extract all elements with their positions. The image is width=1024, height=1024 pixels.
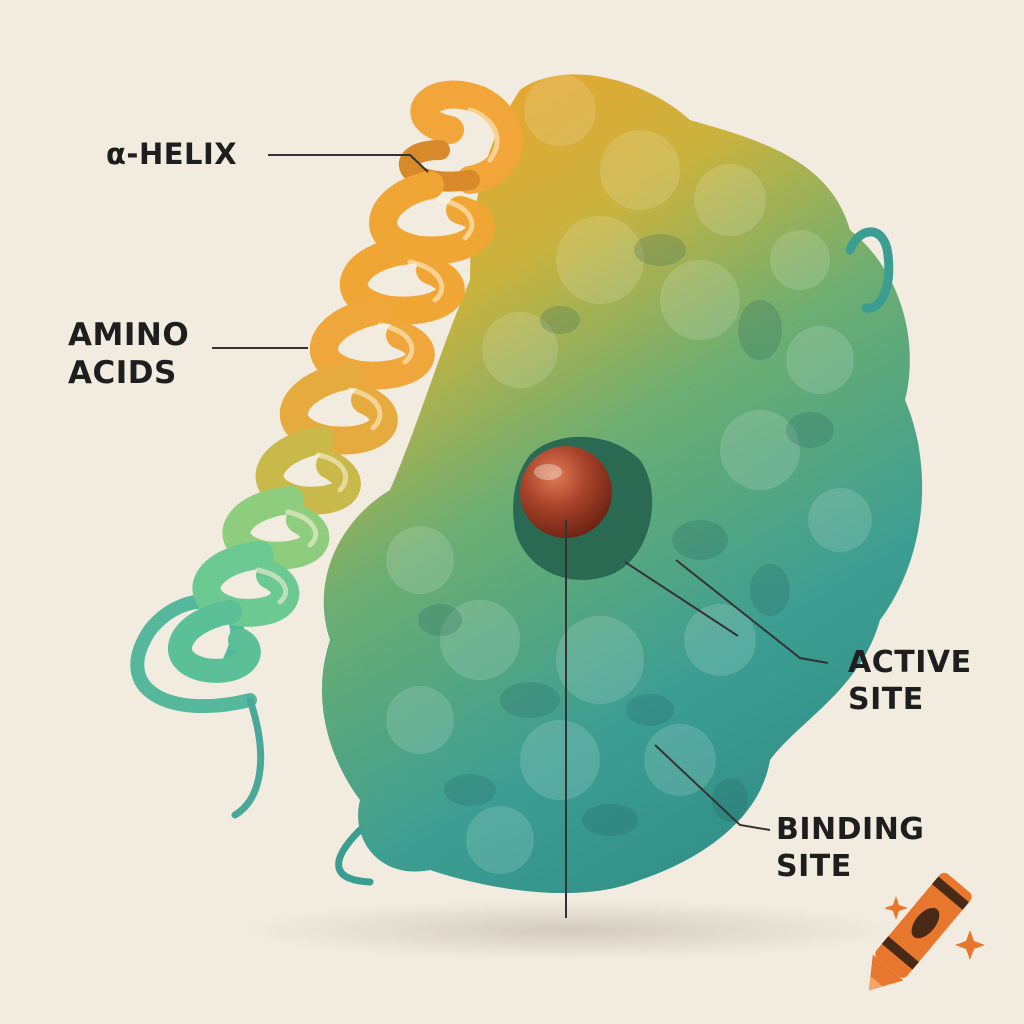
amino-acids-label-line2: ACIDS — [68, 354, 177, 391]
active-site-label: ACTIVE SITE — [848, 645, 972, 718]
protein-body — [321, 74, 923, 894]
active-site-label-line2: SITE — [848, 681, 924, 717]
active-site-label-line1: ACTIVE — [848, 645, 972, 680]
binding-site-label-line1: BINDING — [776, 812, 925, 847]
alpha-helix-label-text: α-HELIX — [106, 137, 238, 171]
alpha-helix-label: α-HELIX — [106, 137, 237, 172]
leader-lines — [212, 154, 829, 918]
crayon-icon — [868, 872, 972, 991]
amino-acids-label: AMINO ACIDS — [68, 317, 189, 393]
floor-shadow — [240, 900, 900, 960]
alpha-helix-ribbon — [130, 80, 523, 886]
ligand-ball — [520, 446, 612, 538]
amino-acids-label-line1: AMINO — [68, 317, 190, 353]
binding-site-label: BINDING SITE — [776, 812, 924, 885]
binding-site-label-line2: SITE — [776, 848, 852, 884]
sparkle-icon — [884, 896, 985, 960]
